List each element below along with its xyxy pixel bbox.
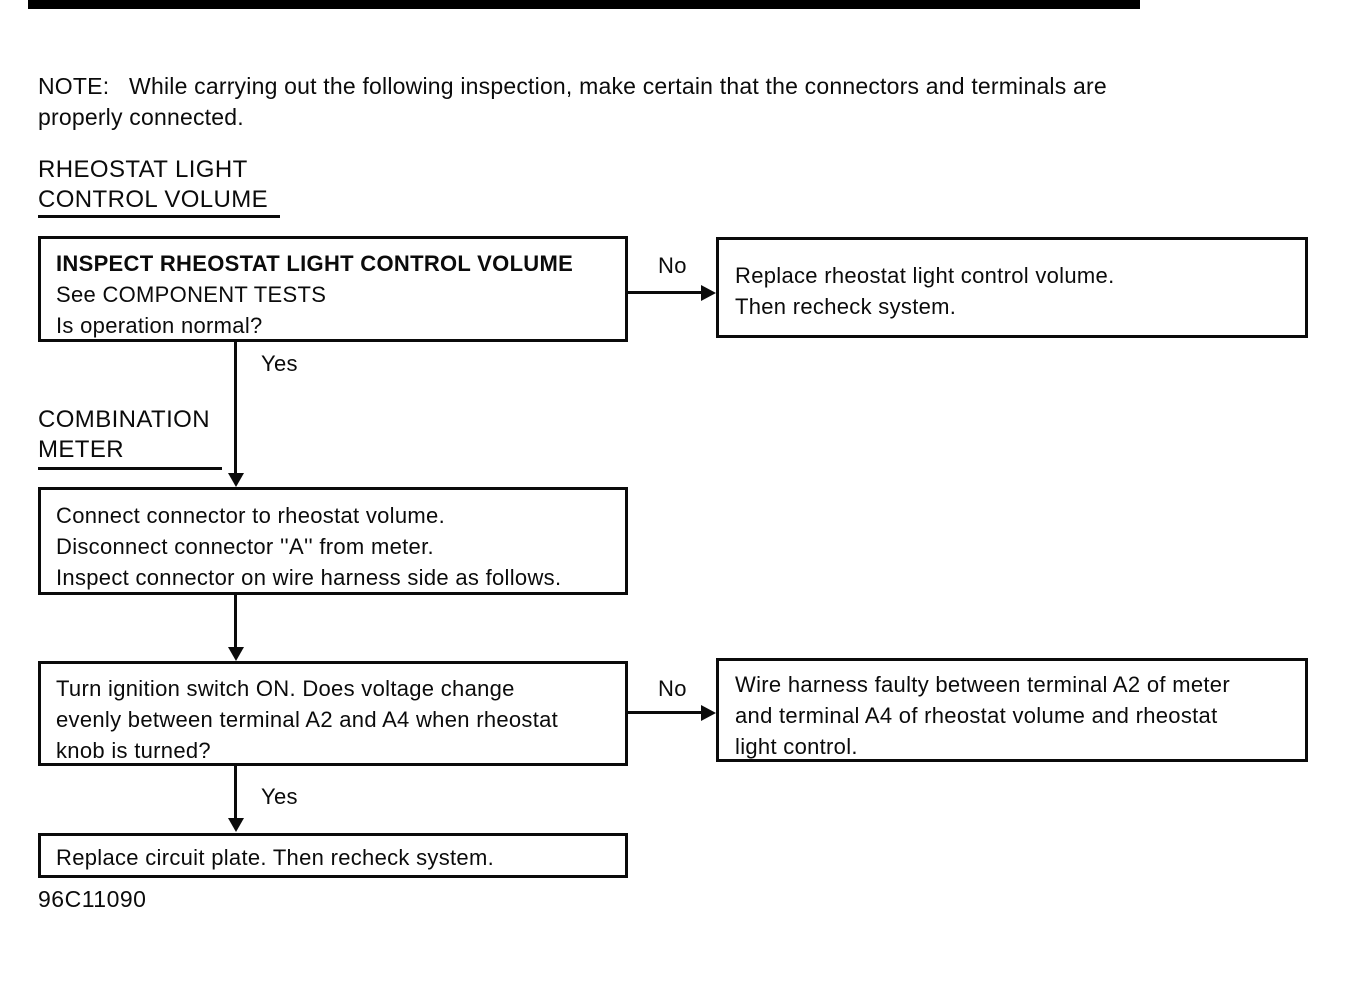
flow-box-replace-circuit-plate: Replace circuit plate. Then recheck syst… — [38, 833, 628, 878]
branch-label-yes: Yes — [261, 351, 298, 376]
branch-label-yes: Yes — [261, 784, 298, 809]
flow-box-line: Disconnect connector ''A'' from meter. — [56, 534, 434, 559]
heading-underline — [38, 467, 222, 470]
flow-box-line: Connect connector to rheostat volume. — [56, 503, 445, 528]
arrow-right-icon — [701, 285, 716, 301]
flow-box-line: Wire harness faulty between terminal A2 … — [735, 672, 1230, 697]
flow-box-line: light control. — [735, 734, 858, 759]
arrow-down-icon — [228, 818, 244, 832]
flow-box-replace-volume: Replace rheostat light control volume. T… — [716, 237, 1308, 338]
arrow-down-icon — [228, 473, 244, 487]
section-heading-combination-line2: METER — [38, 436, 124, 463]
flow-box-line: knob is turned? — [56, 738, 211, 763]
heading-underline — [38, 215, 280, 218]
flow-box-wire-harness-faulty: Wire harness faulty between terminal A2 … — [716, 658, 1308, 762]
flow-box-connect-connector: Connect connector to rheostat volume. Di… — [38, 487, 628, 595]
flow-box-line: Inspect connector on wire harness side a… — [56, 565, 562, 590]
section-heading-rheostat-line2: CONTROL VOLUME — [38, 186, 269, 213]
flow-box-line: See COMPONENT TESTS — [56, 282, 327, 307]
section-heading-combination-line1: COMBINATION — [38, 406, 210, 433]
section-heading-rheostat-line1: RHEOSTAT LIGHT — [38, 156, 248, 183]
flow-box-line: Is operation normal? — [56, 313, 263, 338]
figure-code: 96C11090 — [38, 886, 147, 912]
flow-box-title: INSPECT RHEOSTAT LIGHT CONTROL VOLUME — [56, 251, 574, 276]
branch-label-no: No — [658, 253, 687, 278]
connector-line-down — [234, 595, 237, 649]
connector-line-down — [234, 342, 237, 476]
flow-box-inspect-rheostat: INSPECT RHEOSTAT LIGHT CONTROL VOLUME Se… — [38, 236, 628, 342]
arrow-down-icon — [228, 647, 244, 661]
note-text-line2: properly connected. — [38, 104, 244, 130]
flow-box-ignition-voltage: Turn ignition switch ON. Does voltage ch… — [38, 661, 628, 766]
connector-line-down — [234, 766, 237, 820]
flow-box-line: evenly between terminal A2 and A4 when r… — [56, 707, 559, 732]
scan-artifact-bar — [28, 0, 1140, 9]
connector-line-right — [628, 711, 704, 714]
connector-line-right — [628, 291, 704, 294]
flow-box-line: and terminal A4 of rheostat volume and r… — [735, 703, 1218, 728]
flow-box-line: Replace circuit plate. Then recheck syst… — [56, 845, 495, 870]
arrow-right-icon — [701, 705, 716, 721]
note-text-line1: NOTE: While carrying out the following i… — [38, 73, 1107, 99]
flow-box-line: Then recheck system. — [735, 294, 957, 319]
flow-box-line: Turn ignition switch ON. Does voltage ch… — [56, 676, 515, 701]
flow-box-line: Replace rheostat light control volume. — [735, 263, 1115, 288]
branch-label-no: No — [658, 676, 687, 701]
